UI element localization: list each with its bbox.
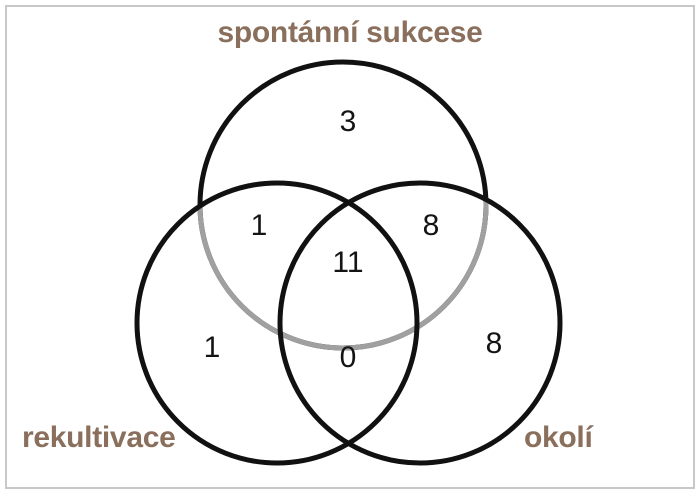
count-rekultivace-only: 1: [203, 331, 221, 364]
count-spontanni-okoli: 8: [422, 209, 440, 242]
count-all-three: 11: [332, 246, 364, 279]
set-label-spontanni-sukcese: spontánní sukcese: [217, 16, 483, 49]
set-label-rekultivace: rekultivace: [22, 421, 176, 454]
count-spontanni-rekultivace: 1: [250, 209, 268, 242]
count-spontanni-only: 3: [339, 105, 357, 138]
circle-rekultivace: [134, 180, 420, 466]
count-okoli-only: 8: [485, 327, 503, 360]
count-rekultivace-okoli: 0: [339, 341, 357, 374]
circle-okoli: [277, 180, 563, 466]
set-label-okoli: okolí: [524, 421, 593, 454]
